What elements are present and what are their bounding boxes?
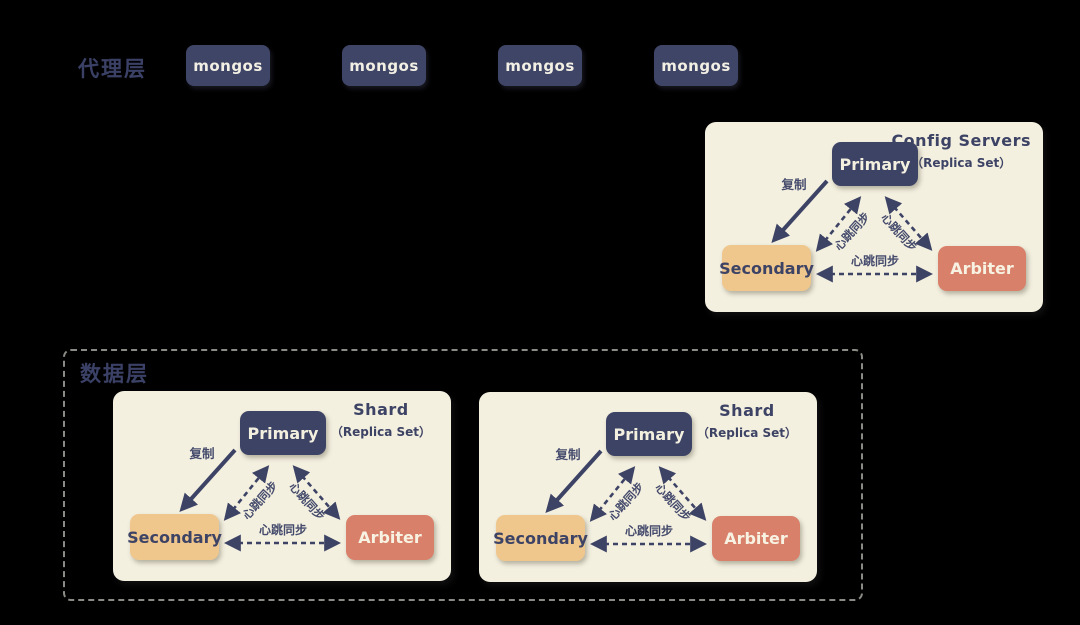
mongos-node-3: mongos [498,45,582,86]
secondary-node: Secondary [719,245,814,291]
mongos-node-1: mongos [186,45,270,86]
config-arrows: 复制 心跳同步 心跳同步 心跳同步 [771,177,934,283]
replicate-label: 复制 [188,446,214,461]
config-servers-panel: 复制 心跳同步 心跳同步 心跳同步 Config Servers （Replic… [705,122,1043,312]
panel-subtitle: （Replica Set） [330,425,431,439]
panel-subtitle: （Replica Set） [696,426,797,440]
arbiter-node: Arbiter [346,515,434,560]
panel-title-block: Shard （Replica Set） [697,401,797,441]
replicate-label: 复制 [780,177,806,192]
heartbeat-arrow-right [658,466,707,521]
panel-title: Shard [353,400,409,419]
heartbeat-label-left: 心跳同步 [605,480,646,524]
panel-title-block: Config Servers （Replica Set） [891,131,1031,171]
heartbeat-arrow-left [589,466,636,522]
heartbeat-label-right: 心跳同步 [652,481,693,525]
replication-arrow [545,449,603,514]
panel-subtitle: （Replica Set） [911,156,1012,170]
data-layer-box: 数据层 [63,349,863,601]
panel-title: Shard [719,401,775,420]
heartbeat-label-bottom: 心跳同步 [259,522,307,537]
heartbeat-arrow-right [884,196,933,251]
primary-node: Primary [832,142,918,186]
secondary-node: Secondary [127,514,222,560]
heartbeat-label-left: 心跳同步 [831,210,872,254]
arbiter-node: Arbiter [938,246,1026,291]
panel-title: Config Servers [891,131,1031,150]
heartbeat-label-left: 心跳同步 [239,479,280,523]
heartbeat-label-right: 心跳同步 [286,480,327,524]
replication-arrow [179,448,237,513]
primary-node: Primary [240,411,326,455]
replication-arrow [771,179,829,244]
replicate-label: 复制 [554,447,580,462]
secondary-node: Secondary [493,515,588,561]
mongos-node-4: mongos [654,45,738,86]
shard1-arrows: 复制 心跳同步 心跳同步 心跳同步 [179,446,342,552]
shard2-arrows: 复制 心跳同步 心跳同步 心跳同步 [545,447,708,553]
heartbeat-label-right: 心跳同步 [878,211,919,255]
shard-panel-1: 复制 心跳同步 心跳同步 心跳同步 Shard （Replica Set） Pr… [113,391,451,581]
heartbeat-arrow-right [292,465,341,520]
heartbeat-arrow-left [815,196,862,252]
heartbeat-label-bottom: 心跳同步 [851,253,899,268]
heartbeat-label-bottom: 心跳同步 [625,523,673,538]
heartbeat-arrow-left [223,465,270,521]
shard-panel-2: 复制 心跳同步 心跳同步 心跳同步 Shard （Replica Set） Pr… [479,392,817,582]
proxy-layer-label: 代理层 [78,57,147,81]
data-layer-label: 数据层 [80,362,149,386]
primary-node: Primary [606,412,692,456]
arbiter-node: Arbiter [712,516,800,561]
mongos-node-2: mongos [342,45,426,86]
panel-title-block: Shard （Replica Set） [331,400,431,440]
